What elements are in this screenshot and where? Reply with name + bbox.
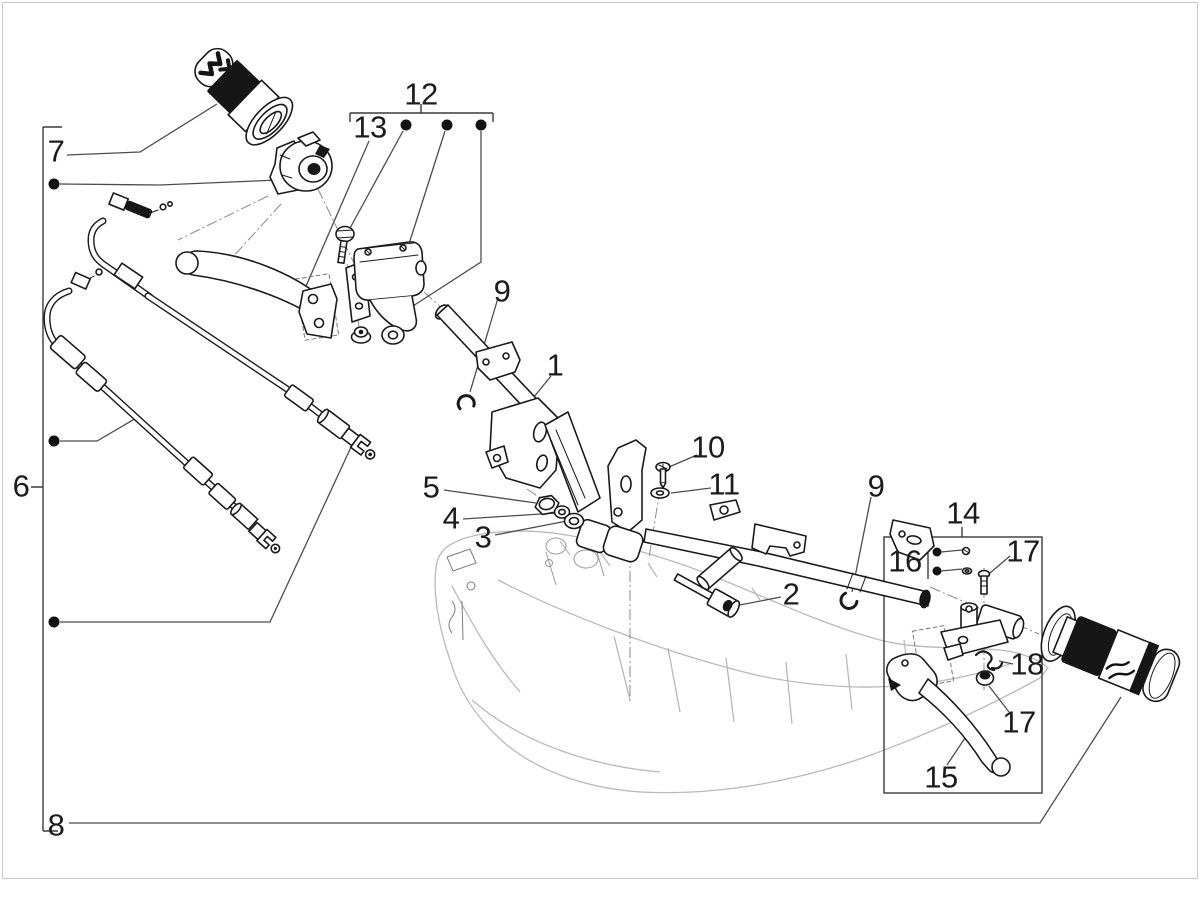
clip-right <box>839 591 859 610</box>
callout-15: 15 <box>924 759 958 795</box>
callout-11: 11 <box>708 466 740 502</box>
callout-18: 18 <box>1010 646 1044 682</box>
left-grip <box>194 47 294 146</box>
brake-master-cylinder <box>335 225 427 345</box>
screw-10 <box>655 461 671 489</box>
callout-9-right: 9 <box>867 468 885 504</box>
clip-left <box>456 394 476 411</box>
cable-end-fitting <box>248 521 281 554</box>
callout-14: 14 <box>946 495 980 531</box>
rear-brake-lever <box>886 653 1011 777</box>
front-brake-lever <box>175 250 340 341</box>
ghost-body-panel <box>434 530 1049 794</box>
callout-1: 1 <box>546 347 564 383</box>
handlebar-fixing-hardware <box>534 461 743 618</box>
clevis-pin <box>977 569 991 595</box>
callout-16: 16 <box>888 543 922 579</box>
callout-10: 10 <box>691 429 725 465</box>
spacer-bush <box>696 546 743 591</box>
rear-brake-cable <box>43 268 281 554</box>
throttle-switch-housing <box>269 131 333 195</box>
lever-pivot-nut <box>350 326 372 344</box>
page-frame <box>2 2 1198 879</box>
bolt-2 <box>673 573 741 618</box>
lever-pivot-screw <box>335 225 355 265</box>
callout-17-top: 17 <box>1006 533 1040 569</box>
callout-9-left: 9 <box>493 273 511 309</box>
callout-5: 5 <box>422 469 440 505</box>
callout-6: 6 <box>12 468 30 504</box>
right-grip <box>1040 605 1181 703</box>
callout-4: 4 <box>442 500 460 536</box>
callout-17-bottom: 17 <box>1002 704 1036 740</box>
throttle-cable <box>87 192 376 460</box>
ghost-small-parts <box>446 548 477 641</box>
throttle-cable-end <box>340 427 376 460</box>
right-lever-holder <box>886 546 1025 777</box>
callout-7: 7 <box>47 133 65 169</box>
handlebar <box>434 304 935 609</box>
callout-8: 8 <box>47 807 65 843</box>
callout-12: 12 <box>404 76 438 112</box>
callout-3: 3 <box>474 519 492 555</box>
callout-2: 2 <box>782 576 800 612</box>
ghost-steering-clamp <box>545 537 605 586</box>
callout-13: 13 <box>353 109 387 145</box>
assembly-axes <box>177 188 1040 690</box>
